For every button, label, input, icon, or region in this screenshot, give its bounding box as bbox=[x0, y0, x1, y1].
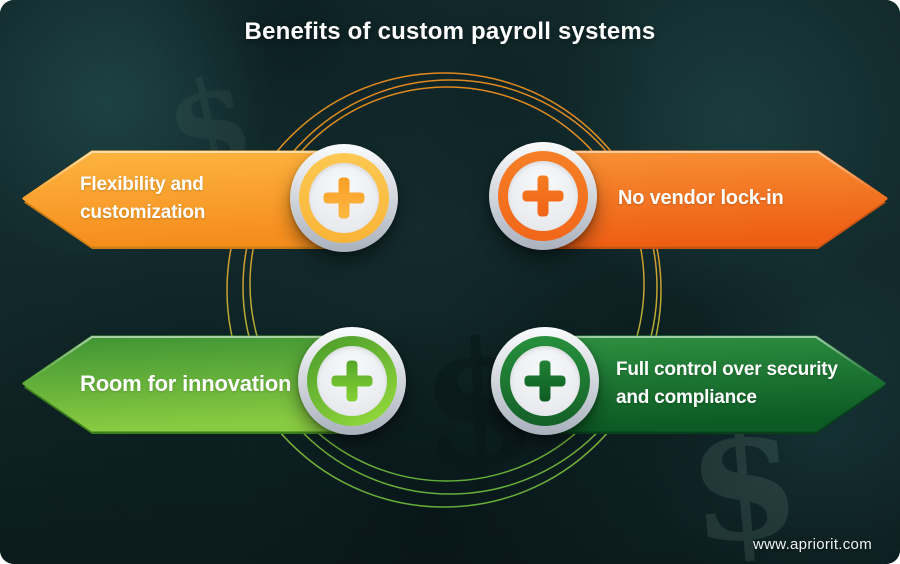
ribbon-shape-right bbox=[527, 335, 886, 434]
plus-icon bbox=[323, 177, 365, 219]
banner-label-line: and compliance bbox=[616, 386, 757, 408]
plus-badge-dark-green bbox=[491, 327, 599, 435]
banner-label-line: Full control over security bbox=[616, 358, 838, 380]
plus-icon bbox=[522, 175, 564, 217]
banner-label: No vendor lock-in bbox=[618, 150, 878, 247]
page-title: Benefits of custom payroll systems bbox=[244, 18, 656, 45]
banner-label-line: customization bbox=[80, 201, 206, 223]
website-url: www.apriorit.com bbox=[753, 536, 872, 553]
plus-badge-green bbox=[298, 327, 406, 435]
plus-icon bbox=[524, 360, 566, 402]
banner-label-line: No vendor lock-in bbox=[618, 187, 784, 209]
plus-badge-orange bbox=[489, 142, 597, 250]
banner-label-line: Flexibility and bbox=[80, 173, 204, 195]
banner-label-line: Room for innovation bbox=[80, 370, 292, 396]
plus-badge-amber bbox=[290, 144, 398, 252]
banner-label: Full control over security and complianc… bbox=[616, 335, 896, 432]
benefit-banner-full-control-over-security-and-compliance bbox=[522, 335, 888, 436]
banner-label: Room for innovation bbox=[80, 335, 360, 432]
banner-label: Flexibility and customization bbox=[80, 150, 330, 247]
plus-icon bbox=[331, 360, 373, 402]
